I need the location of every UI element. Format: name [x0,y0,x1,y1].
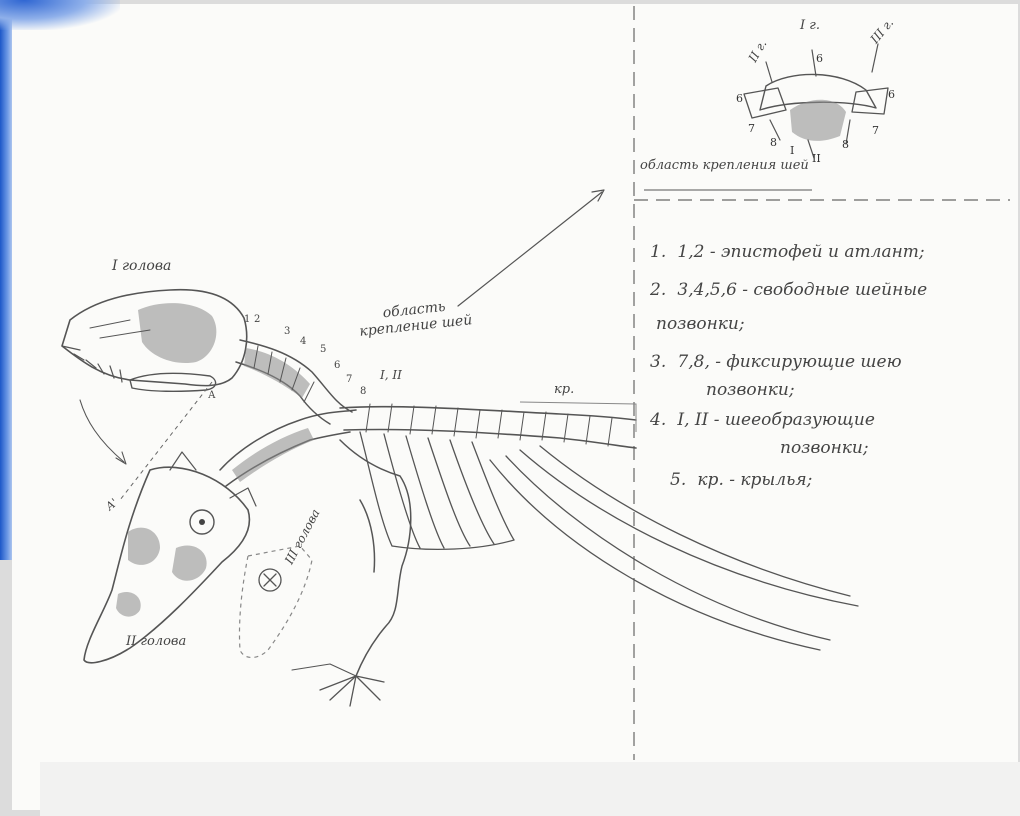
legend-item: 2. 3,4,5,6 - свободные шейные [650,276,1010,304]
inset-bone-number: 6 [736,92,743,105]
label-head-three: III голова [282,507,323,567]
legend: 1. 1,2 - эпистофей и атлант; 2. 3,4,5,6 … [650,238,1010,494]
inset-bone-number: 8 [842,138,849,151]
vertebra-number: 6 [334,360,340,371]
inset-label-neck-two: II г. [746,37,770,64]
label-head-two: II голова [126,634,186,649]
inset-attach-area-label: область крепления шей [640,158,820,173]
vertebra-number: 3 [284,326,290,337]
legend-item: 5. кр. - крылья; [650,466,1010,494]
inset-bone-number: I [790,144,794,157]
inset-bone-number: 6 [816,52,823,65]
legend-item: позвонки; [650,434,1010,462]
inset-label-neck-three: III г. [868,16,897,46]
label-roman-1-2: I, II [380,368,402,382]
label-arrow-a: А [208,390,216,401]
inset-bone-number: 6 [888,88,895,101]
vertebra-number: 1 [244,314,250,325]
label-attach-area: область крепление шей [355,296,476,340]
inset-bone-number: 7 [748,122,755,135]
label-wing: кр. [554,382,574,397]
legend-item: 1. 1,2 - эпистофей и атлант; [650,238,1010,266]
vertebra-number: 2 [254,314,260,325]
legend-item: 3. 7,8, - фиксирующие шею [650,348,1010,376]
legend-item: 4. I, II - шееобразующие [650,406,1010,434]
label-head-one: I голова [112,258,171,274]
label-arrow-a2: А' [103,496,120,513]
inset-label-neck-one: I г. [800,18,820,33]
vertebra-number: 4 [300,336,306,347]
inset-bone-number: 8 [770,136,777,149]
legend-item: позвонки; [650,376,1010,404]
inset-bone-number: 7 [872,124,879,137]
legend-item: позвонки; [650,310,1010,338]
vertebra-number: 8 [360,386,366,397]
vertebra-number: 7 [346,374,352,385]
vertebra-number: 5 [320,344,326,355]
